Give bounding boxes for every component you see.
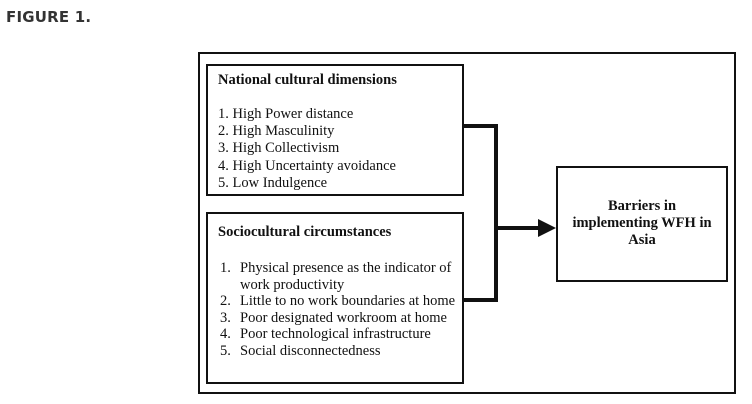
- item-number: 4.: [220, 326, 231, 342]
- item-number: 5.: [218, 174, 229, 191]
- item-text: High Power distance: [232, 106, 354, 122]
- list-item: 1. High Power distance: [218, 106, 396, 123]
- sociocultural-circumstances-list: 1. Physical presence as the indicator of …: [220, 260, 460, 359]
- item-number: 3.: [220, 309, 231, 326]
- list-item: 4. High Uncertainty avoidance: [218, 158, 396, 175]
- item-text: Poor designated workroom at home: [240, 309, 447, 326]
- list-item: 4. Poor technological infrastructure: [220, 326, 460, 343]
- outcome-text: Barriers in implementing WFH in Asia: [572, 198, 712, 248]
- list-item: 3. High Collectivism: [218, 140, 396, 157]
- sociocultural-circumstances-heading: Sociocultural circumstances: [218, 224, 392, 240]
- item-number: 2.: [218, 123, 229, 140]
- diagram-frame: [198, 52, 736, 394]
- national-dimensions-list: 1. High Power distance 2. High Masculini…: [218, 106, 396, 192]
- item-number: 3.: [218, 140, 229, 157]
- item-number: 5.: [220, 342, 231, 359]
- figure-label: FIGURE 1.: [6, 8, 92, 26]
- item-number: 1.: [218, 106, 229, 122]
- list-item: 5. Social disconnectedness: [220, 343, 460, 360]
- list-item: 1. Physical presence as the indicator of …: [220, 260, 460, 293]
- sociocultural-circumstances-box: Sociocultural circumstances 1. Physical p…: [206, 212, 464, 384]
- item-number: 4.: [218, 157, 229, 174]
- item-text: Physical presence as the indicator of wo…: [240, 260, 452, 293]
- item-text: High Uncertainty avoidance: [232, 157, 396, 174]
- item-text: High Masculinity: [232, 123, 335, 140]
- item-text: Social disconnectedness: [240, 342, 381, 359]
- list-item: 2. High Masculinity: [218, 123, 396, 140]
- list-item: 5. Low Indulgence: [218, 175, 396, 192]
- outcome-box: Barriers in implementing WFH in Asia: [556, 166, 728, 282]
- list-item: 3. Poor designated workroom at home: [220, 310, 460, 327]
- item-number: 2.: [220, 293, 231, 309]
- national-dimensions-heading: National cultural dimensions: [218, 72, 397, 88]
- national-dimensions-box: National cultural dimensions 1. High Pow…: [206, 64, 464, 196]
- item-text: Little to no work boundaries at home: [240, 293, 456, 309]
- item-text: Poor technological infrastructure: [240, 326, 431, 342]
- item-text: Low Indulgence: [232, 174, 328, 191]
- item-number: 1.: [220, 260, 231, 276]
- item-text: High Collectivism: [232, 140, 340, 157]
- list-item: 2. Little to no work boundaries at home: [220, 293, 460, 310]
